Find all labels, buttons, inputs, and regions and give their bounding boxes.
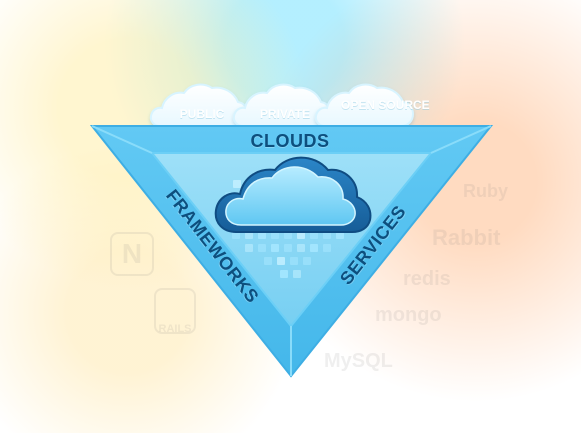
main-cloud-icon — [214, 156, 372, 233]
pixel-square — [310, 244, 318, 252]
open-source-cloud-label: OPEN SOURCE — [341, 99, 430, 112]
pixel-square — [245, 244, 253, 252]
open-source-cloud-icon — [314, 83, 415, 127]
top-clouds — [149, 83, 415, 127]
pixel-square — [277, 257, 285, 265]
pixel-square — [284, 244, 292, 252]
pixel-square — [280, 270, 288, 278]
pixel-square — [258, 244, 266, 252]
pixel-square — [233, 180, 241, 188]
public-cloud-label: PUBLIC — [179, 107, 225, 121]
clouds-label: CLOUDS — [250, 131, 330, 151]
pixel-square — [323, 244, 331, 252]
pixel-square — [303, 257, 311, 265]
background-rails-logo: RAILS — [154, 288, 196, 335]
pixel-square — [290, 257, 298, 265]
background-ruby-logo: Ruby — [463, 181, 508, 201]
background-redis-logo: redis — [403, 268, 451, 290]
inner-triangle — [149, 152, 434, 328]
background-mysql-logo: MySQL — [324, 350, 393, 372]
background-rabbit-logo: Rabbit — [432, 225, 501, 250]
pixel-square — [264, 257, 272, 265]
private-cloud-label: PRIVATE — [259, 107, 311, 121]
background-mongo-logo: mongo — [375, 304, 442, 326]
background-node-logo: N — [110, 232, 154, 276]
pixel-square — [271, 244, 279, 252]
pixel-square — [293, 270, 301, 278]
pixel-square — [297, 244, 305, 252]
open-source-label-text: OPEN SOURCE — [341, 98, 430, 112]
